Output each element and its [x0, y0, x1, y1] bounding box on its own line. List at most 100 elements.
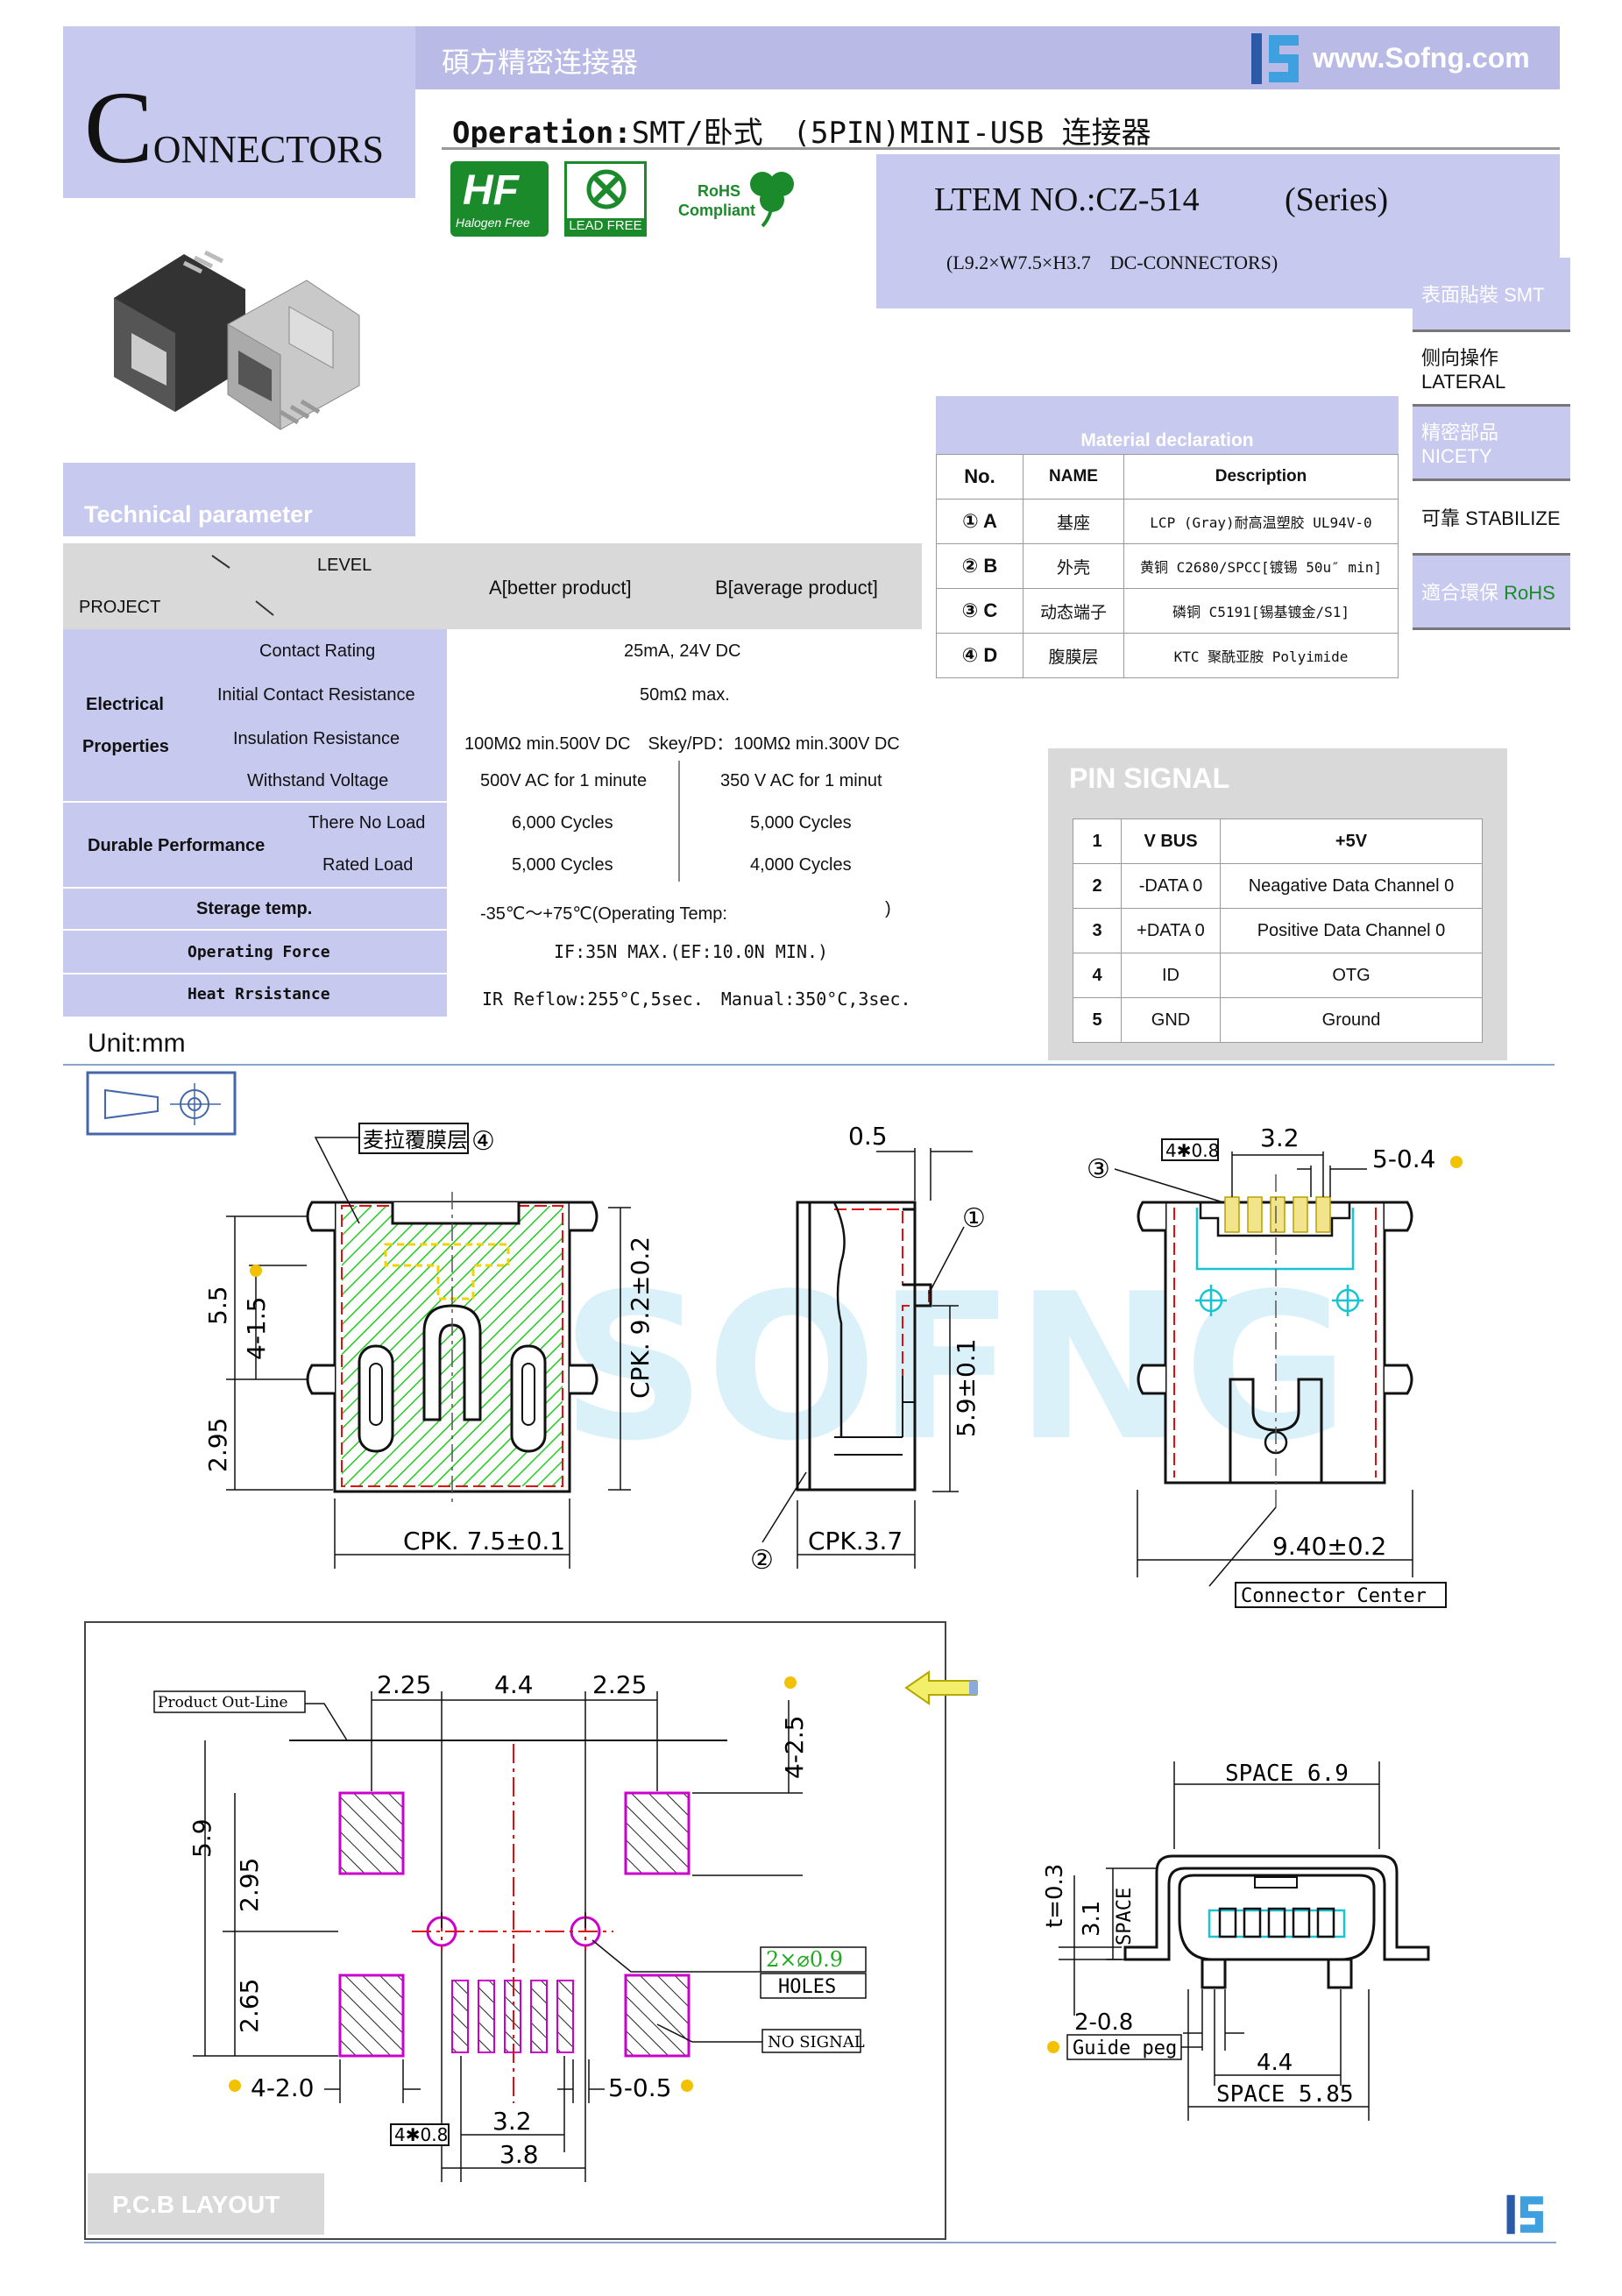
svg-text:CPK. 7.5±0.1: CPK. 7.5±0.1: [403, 1527, 565, 1555]
logo-text: ONNECTORS: [152, 128, 384, 171]
svg-text:0.5: 0.5: [848, 1122, 888, 1151]
signal-pad: [451, 1980, 469, 2053]
col-b-header: B[average product]: [715, 577, 878, 599]
front-view-drawing: SPACE 6.9 t=0.3 3.1 SPACE 2-0.8 Guide pe…: [1042, 1761, 1430, 2121]
material-header-name: NAME: [1023, 454, 1124, 500]
svg-text:Connector Center: Connector Center: [1241, 1585, 1427, 1607]
svg-text:SPACE 5.85: SPACE 5.85: [1216, 2081, 1354, 2108]
svg-text:4-2.5: 4-2.5: [780, 1716, 809, 1779]
svg-text:3.1: 3.1: [1079, 1901, 1105, 1937]
pin-signal-title: PIN SIGNAL: [1069, 762, 1230, 794]
title-underline: [442, 147, 1560, 150]
svg-text:5.5: 5.5: [203, 1286, 232, 1325]
electrical-label: Electrical Properties: [82, 695, 169, 756]
svg-text:4.4: 4.4: [1257, 2050, 1293, 2076]
svg-text:5-0.4: 5-0.4: [1372, 1144, 1435, 1173]
yellow-dot-icon: [1450, 1156, 1463, 1168]
feature-stabilize: 可靠 STABILIZE: [1413, 481, 1570, 556]
svg-text:麦拉覆膜层: 麦拉覆膜层: [363, 1128, 468, 1152]
svg-text:①: ①: [962, 1203, 986, 1234]
svg-text:2.95: 2.95: [235, 1858, 264, 1912]
sofng-logo-icon: [1251, 33, 1299, 84]
feature-rohs: 適合環保 RoHS: [1413, 556, 1570, 630]
rohs-badge: RoHS Compliant: [659, 167, 799, 237]
svg-text:NO SIGNAL: NO SIGNAL: [768, 2033, 865, 2052]
material-header-no: No.: [936, 454, 1023, 500]
svg-text:4-1.5: 4-1.5: [242, 1297, 271, 1360]
svg-text:CPK.3.7: CPK.3.7: [808, 1527, 903, 1555]
pcb-title: P.C.B LAYOUT: [112, 2191, 280, 2218]
side-view: 0.5 5.9±0.1 CPK.3.7 ① ②: [750, 1122, 986, 1576]
svg-text:9.40±0.2: 9.40±0.2: [1272, 1532, 1386, 1561]
svg-text:4.4: 4.4: [494, 1670, 534, 1699]
tech-header-row: LEVEL PROJECT A[better product] B[averag…: [63, 543, 922, 629]
material-header-row: No. NAME Description: [936, 454, 1399, 500]
feature-smt: 表面貼裝 SMT: [1413, 258, 1570, 332]
svg-text:5.9: 5.9: [188, 1818, 216, 1858]
svg-text:3.8: 3.8: [499, 2140, 539, 2169]
svg-text:CPK. 9.2±0.2: CPK. 9.2±0.2: [626, 1237, 655, 1399]
svg-text:HOLES: HOLES: [778, 1976, 836, 1998]
svg-text:5.9±0.1: 5.9±0.1: [952, 1338, 981, 1437]
feature-lateral: 侧向操作 LATERAL: [1413, 332, 1570, 407]
signal-pad: [478, 1980, 495, 2053]
svg-text:SPACE 6.9: SPACE 6.9: [1225, 1761, 1349, 1787]
item-series: (Series): [1285, 181, 1389, 218]
material-title: Material declaration: [936, 396, 1399, 454]
yellow-dot-icon: [681, 2080, 693, 2092]
svg-text:SPACE: SPACE: [1114, 1888, 1136, 1945]
svg-text:3.2: 3.2: [492, 2107, 532, 2136]
svg-text:2.95: 2.95: [203, 1418, 232, 1472]
pcb-title-box: P.C.B LAYOUT: [88, 2173, 324, 2235]
logo-block: CONNECTORS: [63, 26, 415, 198]
svg-text:3.2: 3.2: [1260, 1123, 1300, 1152]
logo-big-c: C: [84, 70, 153, 185]
signal-pad: [530, 1980, 548, 2053]
feature-list: 表面貼裝 SMT 侧向操作 LATERAL 精密部品 NICETY 可靠 STA…: [1413, 258, 1570, 630]
header-diagonal-slash: [211, 555, 274, 616]
svg-text:2.65: 2.65: [235, 1979, 264, 2033]
tech-title: Technical parameter: [84, 501, 313, 528]
product-photo: [114, 250, 360, 430]
halogen-free-badge: HF Halogen Free: [450, 161, 549, 237]
pcb-layout-drawing: Product Out-Line 2.25 4.4 2.25 4-2.5 5.9…: [153, 1670, 867, 2182]
website-link[interactable]: www.Sofng.com: [1313, 42, 1530, 74]
tech-title-box: Technical parameter: [63, 463, 415, 536]
mount-pad: [624, 1974, 691, 2058]
tech-label-column: [63, 629, 447, 1017]
company-name-cn: 碩方精密连接器: [442, 46, 639, 78]
signal-pad: [556, 1980, 574, 2053]
bottom-divider: [84, 2242, 1556, 2243]
drawing-views: SOFNG 5.5 4-1.5 2.95 CPK. 9.2±0.2 CPK. 7…: [203, 1122, 1463, 1608]
yellow-dot-icon: [1047, 2041, 1059, 2053]
item-dimensions: (L9.2×W7.5×H3.7 DC-CONNECTORS): [946, 252, 1278, 273]
sofng-corner-logo-icon: [1506, 2194, 1543, 2235]
top-banner: 碩方精密连接器 www.Sofng.com: [415, 26, 1560, 89]
rear-view: 4✱0.8 3.2 5-0.4 ③ 9.40±0.2 Connector Cen…: [1087, 1123, 1463, 1608]
mount-pad: [338, 1974, 405, 2058]
svg-text:4-2.0: 4-2.0: [251, 2073, 314, 2102]
col-a-header: A[better product]: [489, 577, 632, 599]
svg-text:④: ④: [471, 1126, 495, 1157]
operation-title: Operation:SMT/卧式 (5PIN)MINI-USB 连接器: [452, 116, 1151, 151]
unit-divider: [63, 1064, 1555, 1066]
yellow-dot-icon: [784, 1676, 797, 1689]
mount-pad: [338, 1791, 405, 1875]
clover-icon: [750, 172, 794, 228]
svg-text:2-0.8: 2-0.8: [1074, 2009, 1133, 2036]
svg-text:4✱0.8: 4✱0.8: [394, 2124, 448, 2145]
projection-symbol-icon: [86, 1071, 237, 1136]
feature-nicety: 精密部品 NICETY: [1413, 407, 1570, 481]
svg-text:5-0.5: 5-0.5: [608, 2073, 671, 2102]
yellow-dot-icon: [250, 1265, 262, 1277]
unit-label: Unit:mm: [88, 1029, 186, 1058]
svg-text:②: ②: [750, 1545, 774, 1576]
